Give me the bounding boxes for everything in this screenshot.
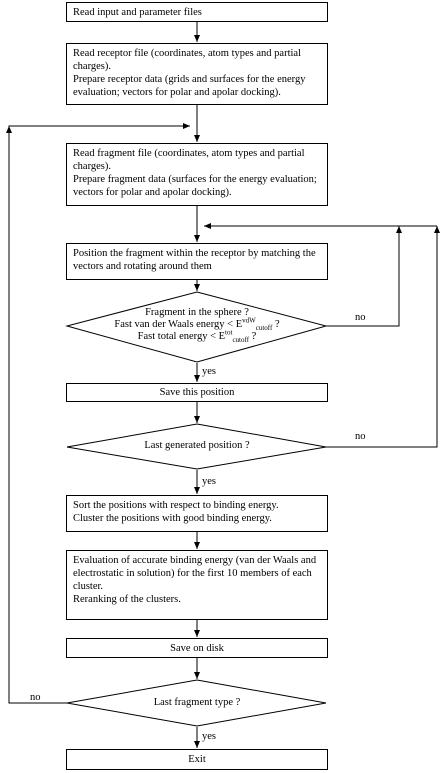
step-read-fragment-text-2: Prepare fragment data (surfaces for the … bbox=[73, 174, 317, 198]
decision-sphere-energy bbox=[65, 291, 328, 363]
step-evaluate-energy: Evaluation of accurate binding energy (v… bbox=[66, 550, 328, 620]
step-eval-text-1: Evaluation of accurate binding energy (v… bbox=[73, 555, 317, 592]
label-decision3-no: no bbox=[30, 692, 41, 703]
step-read-receptor-text-1: Read receptor file (coordinates, atom ty… bbox=[73, 48, 301, 72]
decision1-line1: Fragment in the sphere ? bbox=[145, 307, 249, 318]
step-sort-cluster: Sort the positions with respect to bindi… bbox=[66, 495, 328, 532]
step-position-fragment-text: Position the fragment within the recepto… bbox=[73, 248, 316, 272]
decision1-line3: Fast total energy < Etotcutoff ? bbox=[137, 328, 257, 345]
decision-last-fragment bbox=[66, 679, 327, 727]
decision1-line2: Fast van der Waals energy < EvdWcutoff ? bbox=[114, 316, 280, 333]
loop-decision1-no bbox=[326, 226, 402, 327]
loop-decision2-no bbox=[326, 226, 440, 448]
step-read-receptor-text-2: Prepare receptor data (grids and surface… bbox=[73, 74, 306, 98]
step-sort-text-1: Sort the positions with respect to bindi… bbox=[73, 500, 279, 511]
step-read-fragment: Read fragment file (coordinates, atom ty… bbox=[66, 143, 328, 206]
label-decision3-yes: yes bbox=[202, 731, 216, 742]
step-save-position: Save this position bbox=[66, 383, 328, 402]
step-eval-text-2: Reranking of the clusters. bbox=[73, 594, 181, 605]
step-exit-text: Exit bbox=[188, 754, 206, 765]
label-decision1-yes: yes bbox=[202, 366, 216, 377]
decision-sphere-energy-text: Fragment in the sphere ? Fast van der Wa… bbox=[87, 307, 307, 345]
label-decision2-no: no bbox=[355, 431, 366, 442]
decision-last-position bbox=[66, 423, 327, 470]
step-read-input-text: Read input and parameter files bbox=[73, 7, 202, 18]
label-decision2-yes: yes bbox=[202, 476, 216, 487]
decision-last-position-text: Last generated position ? bbox=[144, 440, 250, 451]
step-sort-text-2: Cluster the positions with good binding … bbox=[73, 513, 272, 524]
step-save-position-text: Save this position bbox=[159, 387, 235, 398]
step-save-disk: Save on disk bbox=[66, 638, 328, 658]
step-save-disk-text: Save on disk bbox=[170, 643, 224, 654]
step-position-fragment: Position the fragment within the recepto… bbox=[66, 243, 328, 280]
decision-last-fragment-text: Last fragment type ? bbox=[153, 697, 241, 708]
label-decision1-no: no bbox=[355, 312, 366, 323]
step-exit: Exit bbox=[66, 749, 328, 770]
step-read-fragment-text-1: Read fragment file (coordinates, atom ty… bbox=[73, 148, 305, 172]
step-read-input: Read input and parameter files bbox=[66, 2, 328, 22]
step-read-receptor: Read receptor file (coordinates, atom ty… bbox=[66, 43, 328, 105]
